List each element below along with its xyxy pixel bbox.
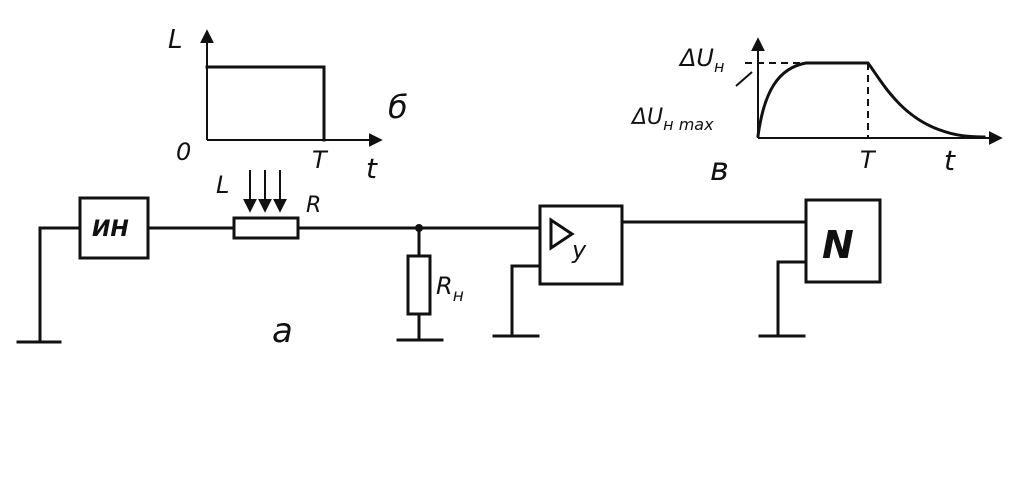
panel-b-pulse-curve xyxy=(205,65,326,142)
panel-v-response-curve xyxy=(756,61,986,139)
panel-v-voltage-response: ΔUн ΔUн max T t в xyxy=(630,37,1003,188)
voltage-source-label: ИН xyxy=(92,217,129,242)
photoresistor xyxy=(232,216,300,240)
panel-b-origin-label: 0 xyxy=(176,138,191,166)
panel-v-y-axis-label: ΔUн xyxy=(678,44,724,76)
panel-b-light-pulse: L 0 T t б xyxy=(168,25,408,185)
amplifier-triangle xyxy=(549,217,575,251)
amplifier-box xyxy=(538,204,624,286)
amplifier-label: у xyxy=(571,236,587,264)
panel-b-label: б xyxy=(388,88,408,126)
panel-v-t-tick-label: T xyxy=(860,146,877,174)
ground-lead-source xyxy=(38,226,82,344)
photoresistor-label: R xyxy=(306,193,321,218)
light-label: L xyxy=(216,171,229,199)
panel-a-circuit: ИН L R Rн а у N xyxy=(16,170,882,351)
recorder-ground-lead xyxy=(776,260,808,338)
panel-v-label: в xyxy=(710,150,729,188)
load-resistor xyxy=(406,254,432,316)
amplifier-ground-lead xyxy=(510,264,542,338)
panel-v-x-axis-label: t xyxy=(944,144,956,177)
recorder-box xyxy=(804,198,882,284)
panel-b-t-tick-label: T xyxy=(312,146,329,174)
panel-b-x-axis-label: t xyxy=(366,152,378,185)
panel-v-level-label: ΔUн max xyxy=(630,105,714,134)
recorder-label: N xyxy=(822,223,854,267)
panel-b-y-axis-label: L xyxy=(168,25,183,55)
panel-a-label: а xyxy=(272,311,293,351)
panel-v-label-leader xyxy=(735,71,753,87)
load-resistor-label: Rн xyxy=(436,272,464,306)
